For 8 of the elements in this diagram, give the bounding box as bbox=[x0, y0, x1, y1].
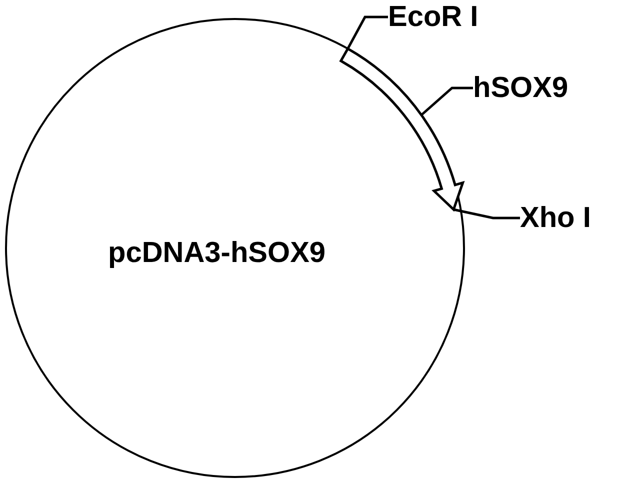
restriction-site-label: EcoR I bbox=[388, 2, 478, 32]
leader-line bbox=[346, 16, 388, 50]
gene-label: hSOX9 bbox=[473, 73, 568, 103]
restriction-site-label: Xho I bbox=[520, 203, 591, 233]
plasmid-name: pcDNA3-hSOX9 bbox=[108, 238, 326, 268]
insert-arrow bbox=[340, 47, 464, 211]
leader-line bbox=[420, 86, 473, 116]
leader-line bbox=[453, 208, 520, 220]
